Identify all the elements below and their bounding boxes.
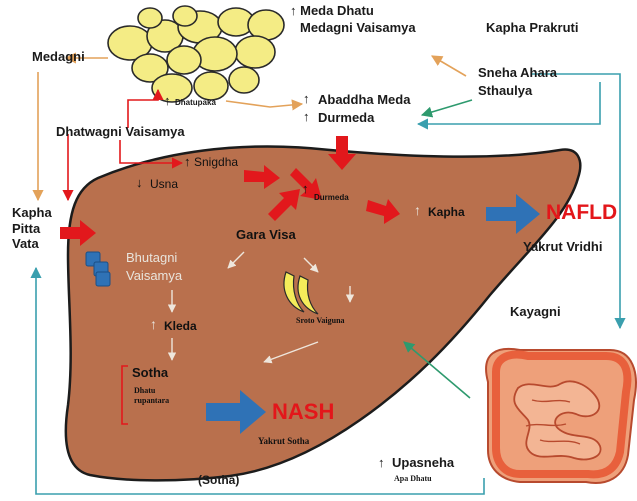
- durmeda-top-arrow: ↑: [303, 110, 310, 125]
- connector-sneha-to-medagni: [432, 56, 466, 76]
- sroto-vaiguna-label: Sroto Vaiguna: [296, 316, 345, 325]
- abaddha-meda-label: Abaddha Meda: [318, 93, 410, 108]
- nash-label: NASH: [272, 399, 334, 424]
- connector-dhatupaka-to-abaddha: [226, 101, 302, 107]
- durmeda-liver-label: Durmeda: [314, 193, 349, 202]
- dhatupaka-label: Dhatupaka: [175, 98, 216, 107]
- durmeda-liver-arrow: ↑: [302, 182, 309, 197]
- medagni-vaisamya-label: Medagni Vaisamya: [300, 21, 416, 36]
- nafld-label: NAFLD: [546, 201, 617, 225]
- medagni-label: Medagni: [32, 50, 85, 65]
- sthaulya-label: Sthaulya: [478, 84, 532, 99]
- meda-dhatu-label: ↑ Meda Dhatu: [290, 4, 374, 19]
- intestine-illustration: [486, 349, 636, 483]
- yakrut-vridhi-label: Yakrut Vridhi: [523, 240, 602, 255]
- snigdha-arrow: ↑: [184, 155, 191, 170]
- kapha-pitta-vata-label: Kapha Pitta Vata: [12, 205, 52, 252]
- kleda-arrow: ↑: [150, 316, 157, 332]
- abaddha-arrow: ↑: [303, 92, 310, 107]
- usna-label: Usna: [150, 178, 178, 192]
- kleda-label: Kleda: [164, 320, 197, 334]
- dhatwagni-vaisamya-label: Dhatwagni Vaisamya: [56, 125, 185, 140]
- yakrut-sotha-label: Yakrut Sotha: [258, 436, 309, 446]
- dhatu-rupantara-label: Dhatu rupantara: [134, 386, 169, 407]
- dhatupaka-arrow: ↑: [164, 94, 171, 109]
- kapha-prakruti-label: Kapha Prakruti: [486, 21, 578, 36]
- upasneha-arrow: ↑: [378, 456, 385, 471]
- connector-sthaulya-to-durmeda: [422, 100, 472, 115]
- connector-dhatwagni-to-dhatupaka: [128, 90, 158, 128]
- apa-dhatu-label: Apa Dhatu: [394, 474, 432, 483]
- bhutagni-vaisamya-label: Bhutagni Vaisamya: [126, 249, 182, 284]
- kapha-liver-label: Kapha: [428, 206, 465, 220]
- sotha-paren-label: (Sotha): [198, 474, 239, 488]
- gara-visa-label: Gara Visa: [236, 228, 296, 243]
- sneha-ahara-label: Sneha Ahara: [478, 66, 557, 81]
- snigdha-label: Snigdha: [194, 156, 238, 170]
- usna-arrow: ↓: [136, 176, 143, 191]
- kapha-liver-arrow: ↑: [414, 202, 421, 218]
- sotha-label: Sotha: [132, 366, 168, 381]
- durmeda-top-label: Durmeda: [318, 111, 374, 126]
- kayagni-label: Kayagni: [510, 305, 561, 320]
- fat-cell-cluster: [108, 6, 284, 102]
- upasneha-label: Upasneha: [392, 456, 454, 471]
